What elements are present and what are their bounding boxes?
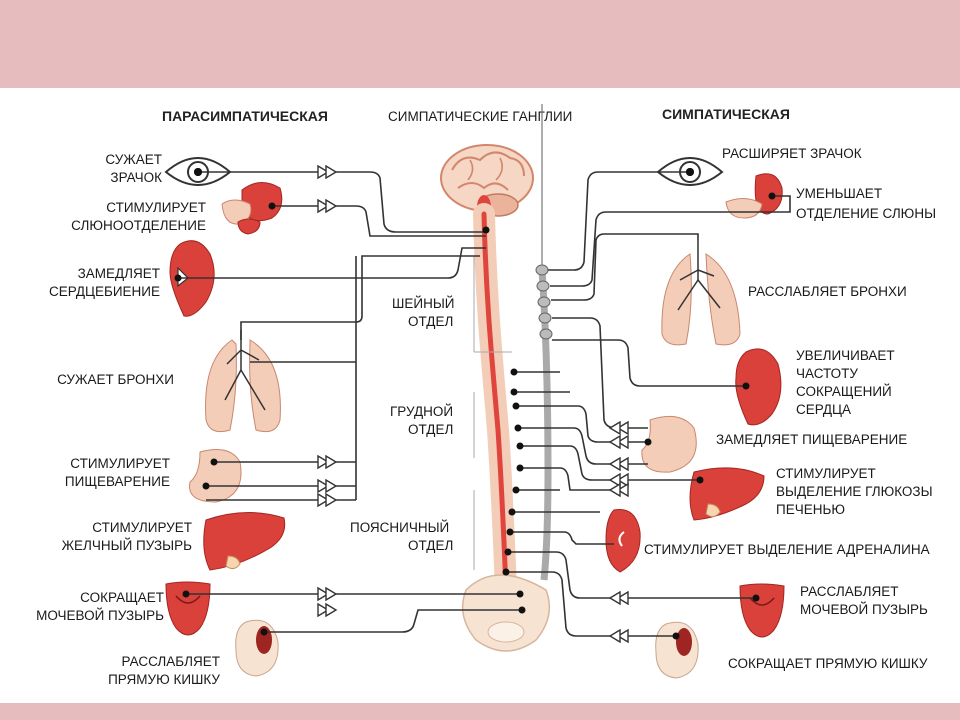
heart-icon-right	[735, 348, 782, 426]
rectum-icon	[235, 619, 279, 677]
liver-icon-right	[689, 467, 765, 521]
para-saliva-label-2: СЛЮНООТДЕЛЕНИЕ	[71, 218, 206, 233]
para-bladder-label-1: СОКРАЩАЕТ	[80, 590, 164, 605]
header-sympathetic-ganglia: СИМПАТИЧЕСКИЕ ГАНГЛИИ	[388, 109, 572, 124]
symp-heart-label-1: УВЕЛИЧИВАЕТ	[796, 348, 895, 363]
top-frame-band	[0, 0, 960, 88]
para-bladder-label-2: МОЧЕВОЙ ПУЗЫРЬ	[36, 608, 164, 623]
bottom-frame-band	[0, 703, 960, 720]
para-liver-label-2: ЖЕЛЧНЫЙ ПУЗЫРЬ	[62, 538, 193, 553]
lumbar-section-label-2: ОТДЕЛ	[408, 538, 453, 553]
spine-section-brackets	[473, 256, 512, 570]
symp-liver-label-3: ПЕЧЕНЬЮ	[776, 502, 845, 517]
thoracic-section-label-2: ОТДЕЛ	[408, 422, 453, 437]
parasympathetic-ganglia-markers	[317, 164, 338, 618]
cervical-section-label-2: ОТДЕЛ	[408, 314, 453, 329]
para-stomach-label-2: ПИЩЕВАРЕНИЕ	[65, 474, 170, 489]
lungs-icon-right	[661, 240, 741, 346]
bladder-icon	[165, 581, 211, 636]
para-rectum-label-1: РАССЛАБЛЯЕТ	[122, 654, 220, 669]
sympathetic-connection-dots	[174, 168, 776, 640]
para-eye-label-1: СУЖАЕТ	[105, 152, 162, 167]
symp-heart-label-3: СОКРАЩЕНИЙ	[796, 384, 892, 399]
spinal-cord	[473, 203, 517, 601]
cervical-section-label-1: ШЕЙНЫЙ	[392, 296, 454, 311]
stomach-icon	[189, 449, 242, 503]
symp-eye-label: РАСШИРЯЕТ ЗРАЧОК	[722, 146, 862, 161]
para-rectum-label-2: ПРЯМУЮ КИШКУ	[108, 672, 220, 687]
rectum-icon-right	[655, 621, 699, 679]
liver-icon	[203, 511, 286, 571]
para-heart-label-1: ЗАМЕДЛЯЕТ	[78, 266, 160, 281]
para-heart-label-2: СЕРДЦЕБИЕНИЕ	[49, 284, 160, 299]
thoracic-section-label-1: ГРУДНОЙ	[390, 404, 453, 419]
para-liver-label-1: СТИМУЛИРУЕТ	[92, 520, 192, 535]
para-lungs-label: СУЖАЕТ БРОНХИ	[57, 372, 174, 387]
sympathetic-ganglia-markers	[608, 420, 629, 644]
salivary-gland-icon	[221, 182, 283, 235]
brain-illustration	[440, 144, 534, 219]
lumbar-section-label-1: ПОЯСНИЧНЫЙ	[350, 520, 449, 535]
header-parasympathetic: ПАРАСИМПАТИЧЕСКАЯ	[162, 108, 328, 124]
salivary-gland-icon-right	[725, 173, 783, 219]
para-stomach-label-1: СТИМУЛИРУЕТ	[70, 456, 170, 471]
symp-adrenal-label: СТИМУЛИРУЕТ ВЫДЕЛЕНИЕ АДРЕНАЛИНА	[644, 542, 930, 557]
symp-rectum-label: СОКРАЩАЕТ ПРЯМУЮ КИШКУ	[728, 656, 928, 671]
symp-saliva-label-2: ОТДЕЛЕНИЕ СЛЮНЫ	[796, 206, 936, 221]
symp-saliva-label-1: УМЕНЬШАЕТ	[796, 186, 882, 201]
symp-liver-label-2: ВЫДЕЛЕНИЕ ГЛЮКОЗЫ	[776, 484, 933, 499]
para-saliva-label-1: СТИМУЛИРУЕТ	[106, 200, 206, 215]
symp-heart-label-2: ЧАСТОТУ	[796, 366, 858, 381]
symp-liver-label-1: СТИМУЛИРУЕТ	[776, 466, 876, 481]
bladder-icon-right	[739, 583, 785, 638]
lungs-icon	[205, 330, 281, 433]
symp-lungs-label: РАССЛАБЛЯЕТ БРОНХИ	[748, 284, 907, 299]
symp-heart-label-4: СЕРДЦА	[796, 402, 851, 417]
sympathetic-ganglia-chain	[535, 104, 553, 581]
para-eye-label-2: ЗРАЧОК	[110, 170, 162, 185]
pelvis-illustration	[461, 574, 551, 652]
symp-stomach-label: ЗАМЕДЛЯЕТ ПИЩЕВАРЕНИЕ	[716, 432, 907, 447]
header-sympathetic: СИМПАТИЧЕСКАЯ	[662, 106, 790, 122]
adrenal-kidney-icon	[605, 508, 641, 573]
symp-bladder-label-2: МОЧЕВОЙ ПУЗЫРЬ	[800, 602, 928, 617]
symp-bladder-label-1: РАССЛАБЛЯЕТ	[800, 584, 898, 599]
